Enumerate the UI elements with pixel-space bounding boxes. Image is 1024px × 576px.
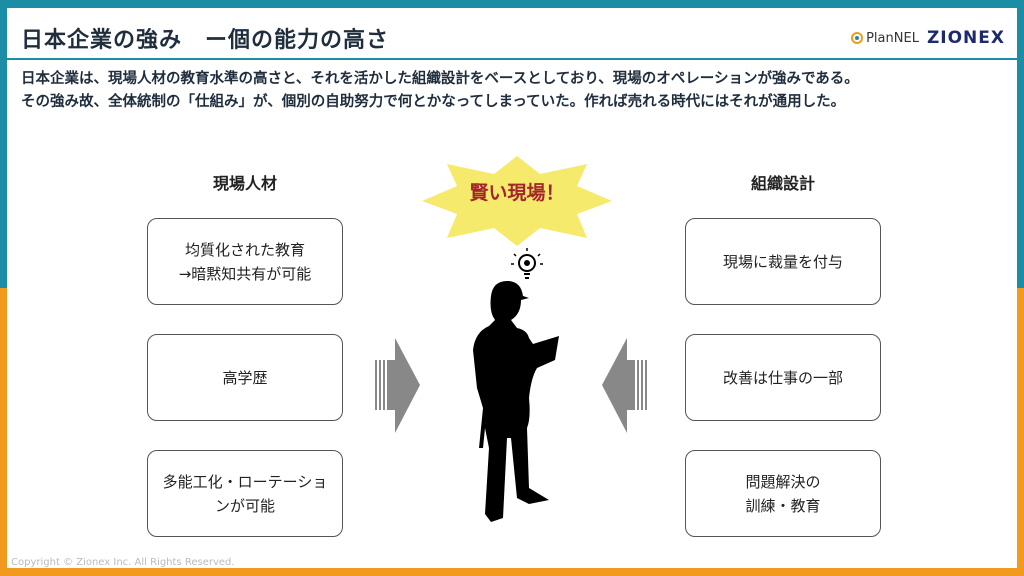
- left-heading: 現場人材: [212, 174, 277, 193]
- left-box-3: 多能工化・ローテーションが可能: [147, 450, 343, 537]
- starburst-callout: [422, 156, 612, 246]
- copyright: Copyright © Zionex Inc. All Rights Reser…: [11, 557, 235, 568]
- page-title: 日本企業の強み ー個の能力の高さ: [21, 28, 390, 53]
- description-line: 日本企業は、現場人材の教育水準の高さと、それを活かした組織設計をベースとしており…: [21, 71, 859, 87]
- description: 日本企業は、現場人材の教育水準の高さと、それを活かした組織設計をベースとしており…: [21, 68, 859, 114]
- zionex-logo: ZIONEX: [926, 28, 1005, 48]
- arrow-left-icon: [602, 338, 647, 433]
- slide: 日本企業の強み ー個の能力の高さ PlanNEL ZIONEX 日本企業は、現場…: [7, 8, 1017, 568]
- lightbulb-icon: [511, 248, 543, 279]
- description-line: その強み故、全体統制の「仕組み」が、個別の自助努力で何とかなってしまっていた。作…: [21, 94, 846, 110]
- left-box-2: 高学歴: [147, 334, 343, 421]
- right-box-3: 問題解決の訓練・教育: [685, 450, 881, 537]
- left-box-1: 均質化された教育→暗黙知共有が可能: [147, 218, 343, 305]
- plannel-icon: [851, 32, 864, 44]
- callout-text: 賢い現場！: [469, 182, 565, 204]
- plannel-logo: PlanNEL: [851, 31, 919, 46]
- right-heading: 組織設計: [750, 174, 815, 193]
- right-box-1: 現場に裁量を付与: [685, 218, 881, 305]
- logo: PlanNEL ZIONEX: [851, 28, 1005, 48]
- worker-silhouette: [473, 280, 559, 522]
- title-divider: [7, 58, 1017, 60]
- arrow-right-icon: [375, 338, 420, 433]
- right-box-2: 改善は仕事の一部: [685, 334, 881, 421]
